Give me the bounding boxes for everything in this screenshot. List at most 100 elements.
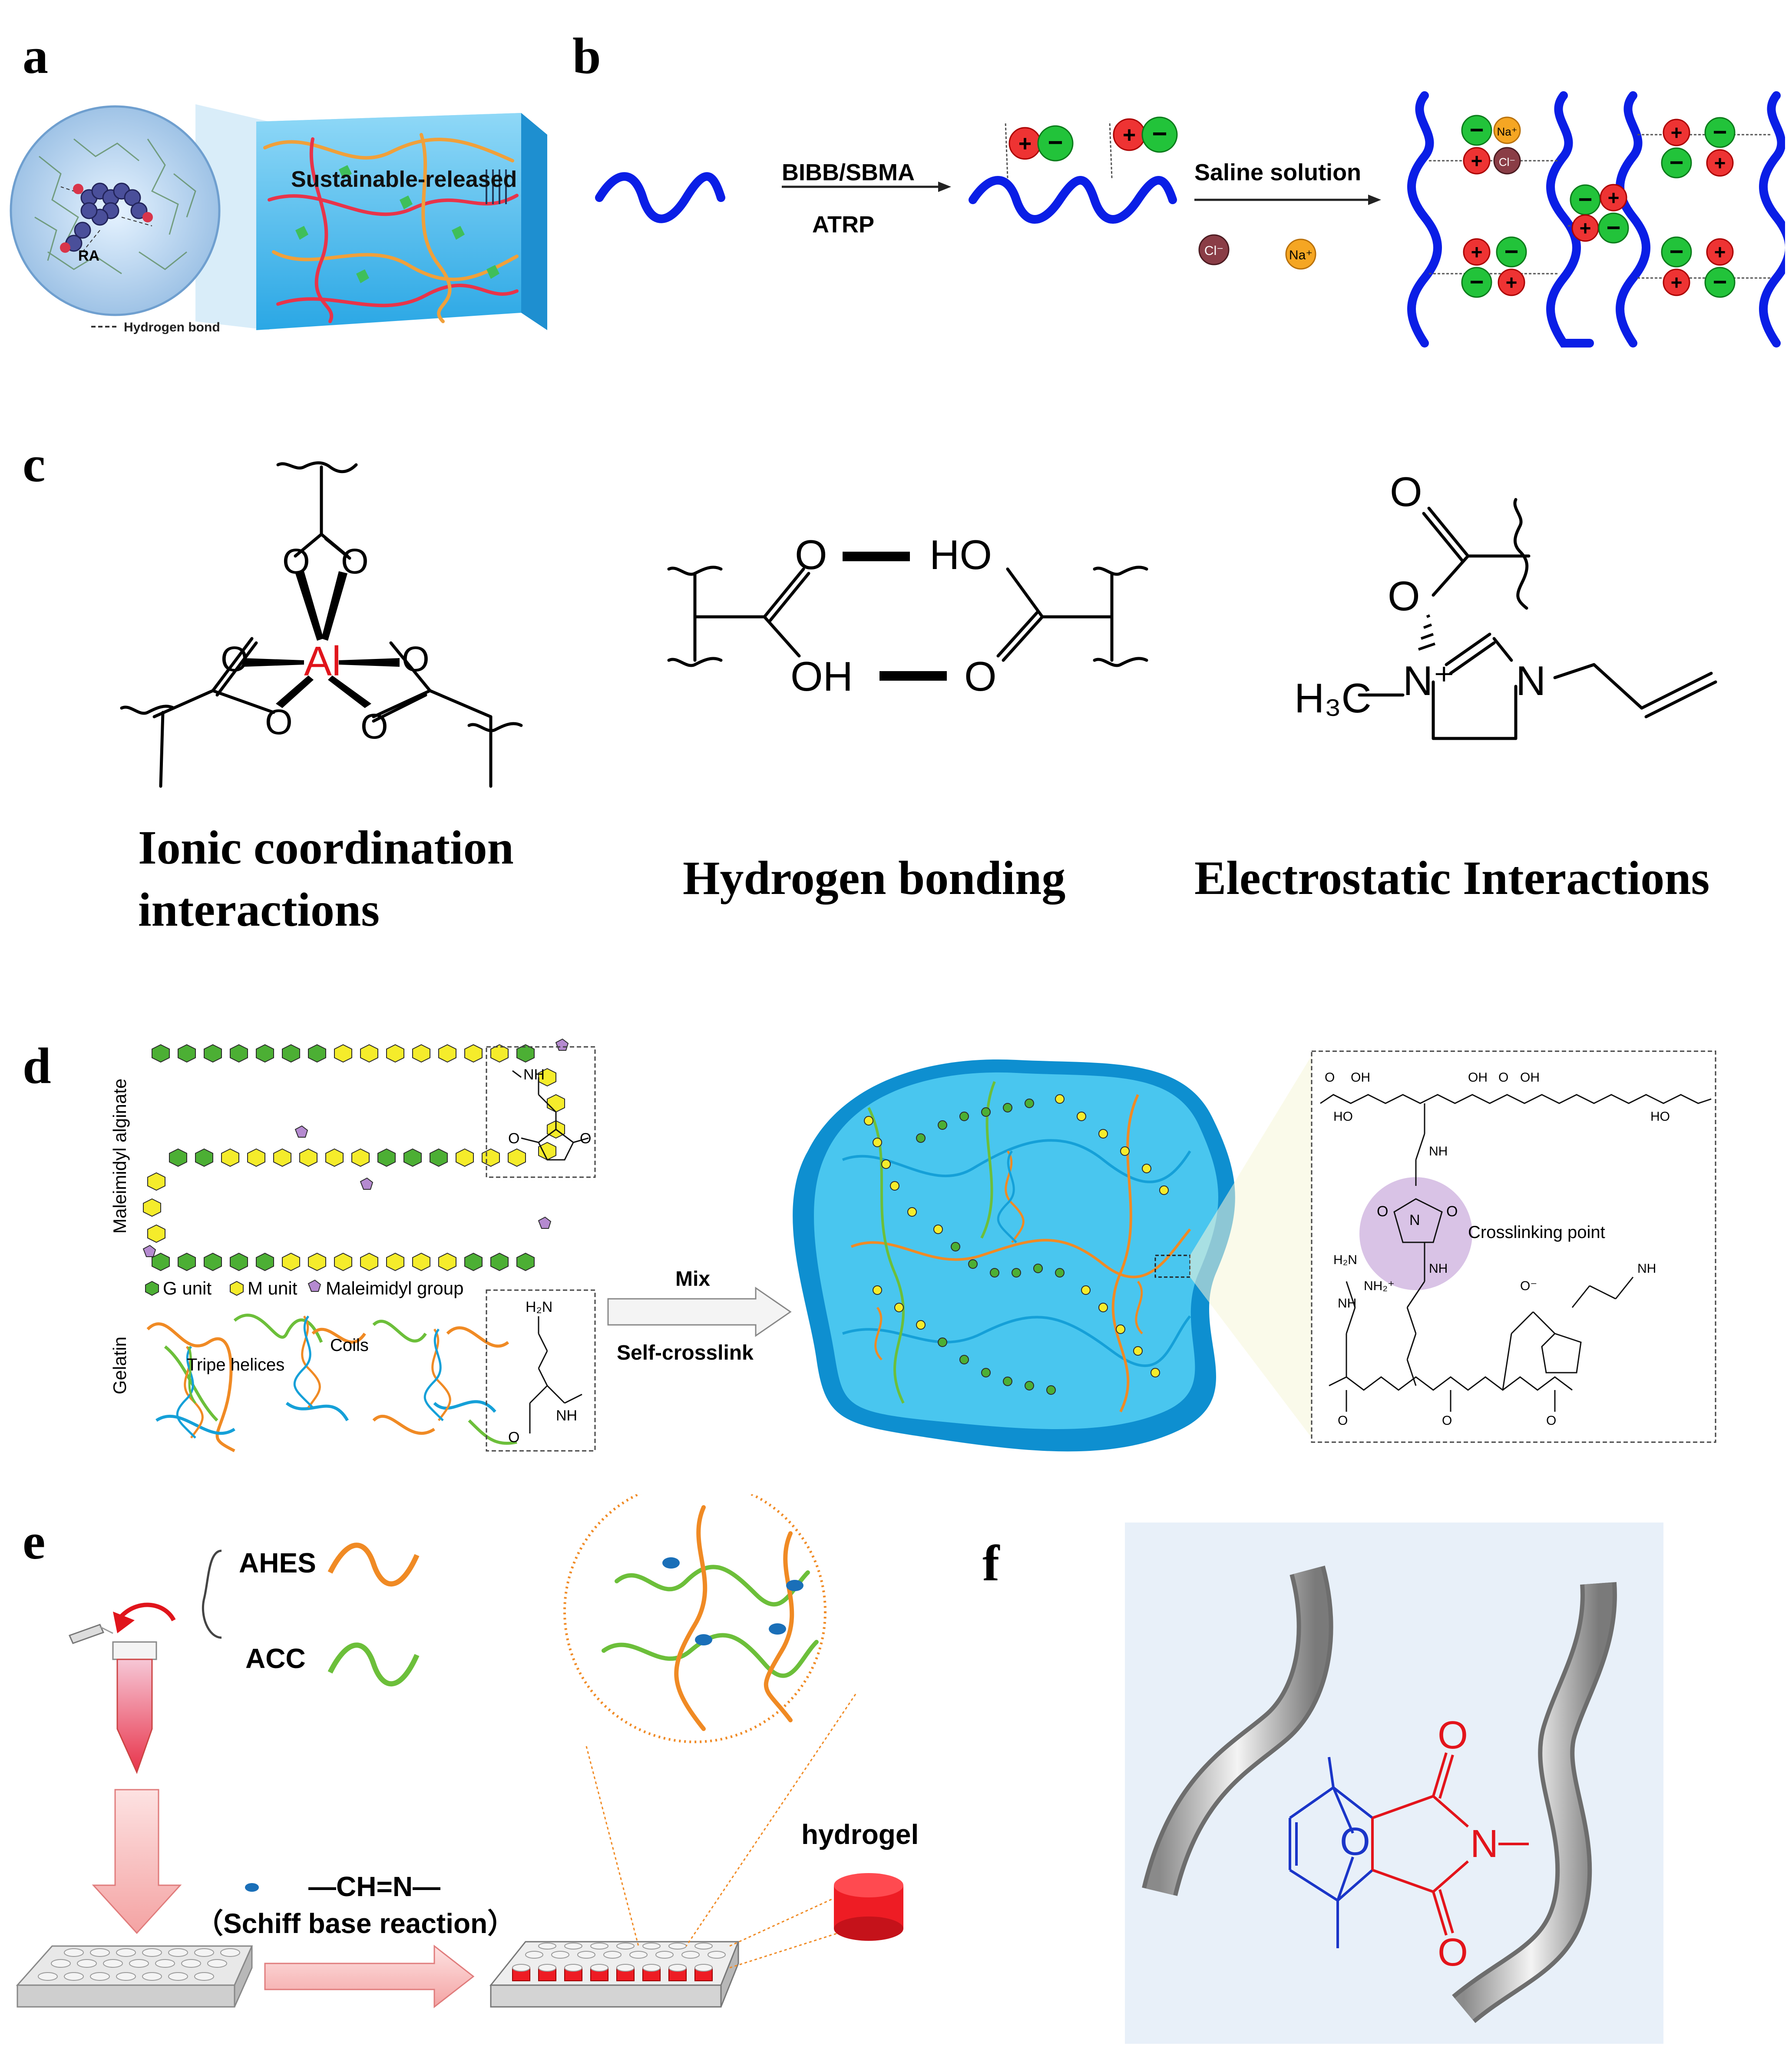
svg-text:HO: HO [929,532,992,578]
lysine-structure-box [486,1289,596,1452]
crosslinked-network [1407,91,1785,348]
ion-cluster-bottom-right: − + + − [1661,236,1736,298]
panel-a-figure: RA Hydrogen bond Sustainable-released [10,104,547,334]
svg-text:NH: NH [1637,1261,1656,1276]
svg-text:O: O [1438,1714,1468,1757]
svg-text:−: − [1670,149,1684,176]
alginate-chain [142,1038,569,1271]
maleimide-ring [1371,1752,1529,1936]
panel-b-figure: BIBB/SBMA ATRP + − + − Saline solution C… [595,91,1785,348]
ion-cluster-top-right: + − − + [1661,117,1736,179]
ahes-chain [327,1543,420,1587]
acc-label: ACC [245,1643,306,1674]
svg-text:−: − [1504,238,1519,265]
svg-text:−: − [1670,238,1684,265]
svg-text:HO: HO [1333,1109,1353,1124]
svg-text:+: + [1506,271,1518,294]
svg-text:O: O [341,542,369,581]
svg-text:OH: OH [790,653,853,700]
mix-arrow [607,1287,792,1337]
panel-f-label: f [982,1535,1000,1592]
svg-text:Coils: Coils [330,1336,369,1355]
svg-text:NH₂⁺: NH₂⁺ [1364,1279,1395,1293]
svg-text:Maleimidyl alginate: Maleimidyl alginate [109,1079,130,1234]
ion-cluster-bottom-left: + − − + [1461,236,1527,298]
svg-text:+: + [1471,149,1483,172]
svg-text:O: O [964,653,997,700]
sustainable-released-label: Sustainable-released [291,167,517,192]
electrostatic-structure: O O H₃C N⁺ N [1294,469,1717,740]
svg-text:O: O [1546,1413,1556,1428]
svg-text:−: − [1470,268,1484,295]
network-zoom-circle [563,1494,827,1743]
hydrogel-label: hydrogel [801,1819,919,1850]
svg-text:−: − [1578,185,1593,213]
svg-text:+: + [1608,186,1620,209]
svg-text:G unit: G unit [163,1278,212,1298]
maleimide-structure-box [486,1046,596,1178]
svg-text:O: O [1388,573,1420,619]
svg-text:OH: OH [1468,1070,1488,1085]
svg-text:O: O [282,542,310,581]
crosslinking-point-circle [1359,1177,1472,1290]
down-arrow [92,1789,182,1934]
svg-text:Cl⁻: Cl⁻ [1204,244,1223,258]
gel-network [814,1072,1218,1429]
svg-text:O: O [1446,1203,1458,1220]
svg-text:NH: NH [556,1407,577,1424]
svg-text:O⁻: O⁻ [1520,1279,1537,1293]
caption-hydrogen-bonding: Hydrogen bonding [683,851,1066,904]
empty-well-plate [16,1945,253,2008]
gelatin-chains [146,1314,517,1453]
al-coordination-structure: O O O O O O Al [120,461,523,788]
h-bond-top [843,552,910,561]
furan-bicyclic-core [1289,1757,1373,1948]
panel-a-label: a [23,27,48,84]
svg-text:O: O [508,1130,519,1147]
svg-text:+: + [1714,241,1726,263]
svg-text:+: + [1671,271,1683,294]
alginate-legend: G unit M unit Maleimidyl group [145,1278,463,1298]
svg-text:+: + [1471,241,1483,263]
svg-text:+: + [1123,122,1136,148]
svg-text:O: O [795,532,827,578]
step2-top-label: Saline solution [1194,159,1361,185]
ra-label: RA [78,248,99,264]
pour-arrow [120,1602,176,1622]
svg-text:O: O [1438,1931,1468,1974]
panel-d-figure: Maleimidyl alginate Gelatin [109,1038,1716,1453]
caption-ionic-coordination: Ionic coordination interactions [138,821,514,936]
svg-text:−: − [1152,119,1167,148]
svg-text:Gelatin: Gelatin [109,1337,130,1394]
ahes-label: AHES [239,1547,316,1579]
svg-text:NH: NH [1429,1144,1448,1159]
right-arrow [264,1944,475,2009]
svg-text:−: − [1713,268,1727,295]
svg-text:O: O [221,639,248,679]
svg-text:Na⁺: Na⁺ [1497,125,1518,138]
ion-cluster-middle: − + + − [1570,184,1629,244]
panel-b-label: b [572,27,601,84]
svg-text:+: + [1580,217,1591,239]
svg-text:+: + [1671,121,1683,144]
svg-text:H₂N: H₂N [1333,1253,1357,1267]
svg-text:−: − [1048,128,1063,157]
svg-text:Tripe helices: Tripe helices [187,1355,284,1374]
hydrogen-bond-legend: Hydrogen bond [124,320,220,334]
svg-text:Mix: Mix [675,1268,710,1291]
svg-text:Self-crosslink: Self-crosslink [617,1341,754,1364]
svg-text:O: O [1442,1413,1452,1428]
svg-text:Maleimidyl group: Maleimidyl group [326,1278,463,1298]
svg-text:−: − [1607,214,1621,241]
svg-text:NH: NH [1429,1261,1448,1276]
ion-cluster-top-left: − Na⁺ + Cl⁻ [1461,115,1521,175]
svg-text:NH: NH [1338,1296,1356,1311]
hydrogel-cylinder-icon [834,1873,903,1941]
svg-text:O: O [1377,1203,1388,1220]
panel-f-figure: O O N O [1125,1523,1663,2044]
svg-text:O: O [508,1429,519,1446]
svg-text:O: O [360,707,388,746]
svg-text:OH: OH [1520,1070,1540,1085]
svg-text:N: N [1516,658,1546,704]
caption-electrostatic: Electrostatic Interactions [1194,851,1710,904]
